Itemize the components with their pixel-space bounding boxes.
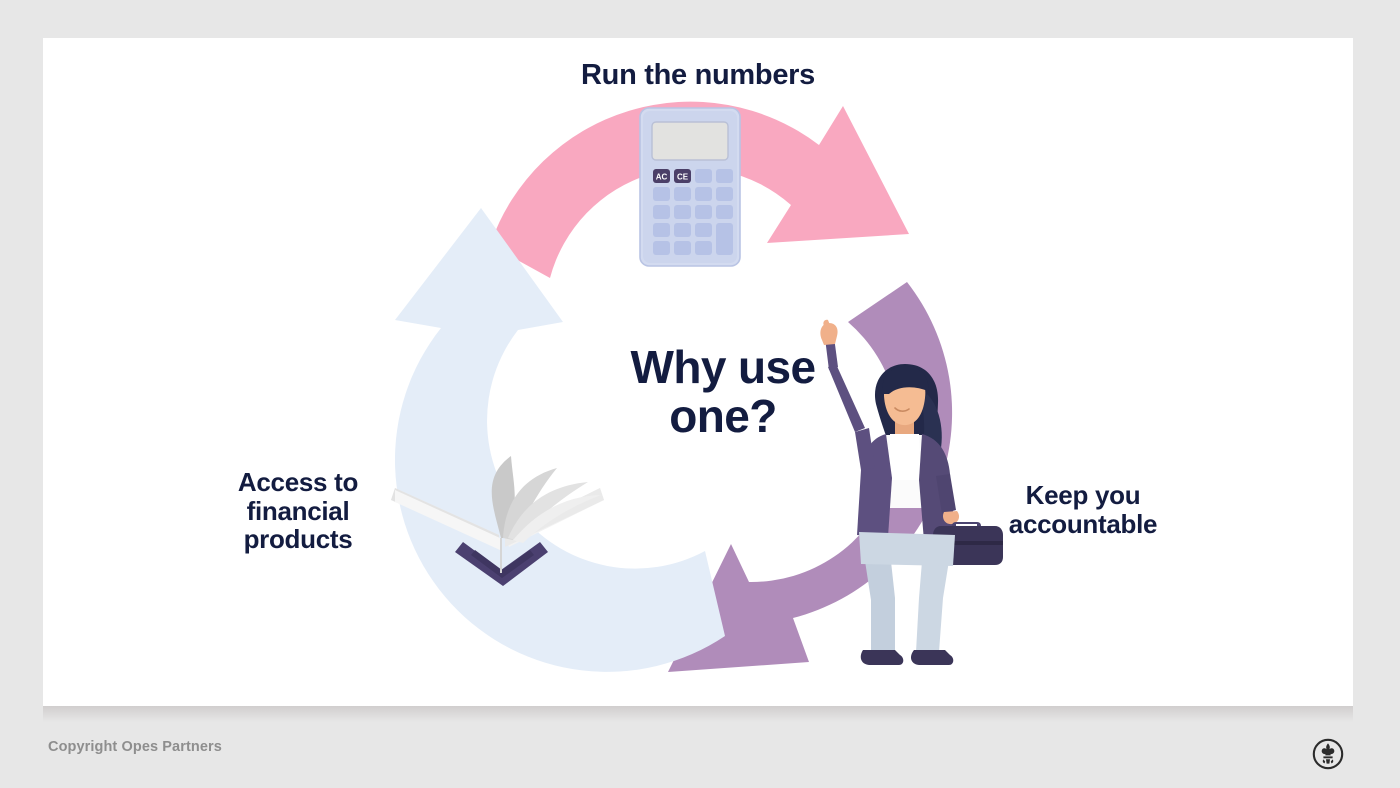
node-label-keep-you-accountable: Keep you accountable: [1008, 480, 1158, 539]
node-label-access-to-financial-products: Access to financial products: [237, 467, 359, 555]
open-book-illustration: [391, 456, 604, 586]
slide-drop-shadow: [43, 706, 1353, 722]
calculator-button-ce: CE: [677, 173, 689, 182]
copyright-text: Copyright Opes Partners: [48, 739, 222, 755]
fleur-de-lis-logo-icon: [1312, 738, 1344, 770]
calculator-illustration: AC CE: [639, 107, 741, 267]
center-heading: Why use one?: [630, 341, 817, 442]
businesswoman-illustration: [820, 319, 1003, 665]
cycle-diagram-graphic: AC CE: [391, 101, 1003, 672]
arrow-run-the-numbers: [490, 101, 909, 278]
slide-footer: Copyright Opes Partners: [0, 722, 1400, 788]
cycle-diagram: AC CE: [43, 38, 1353, 706]
calculator-button-ac: AC: [656, 173, 668, 182]
arrow-keep-you-accountable: [668, 282, 953, 672]
slide-canvas: AC CE: [43, 38, 1353, 706]
node-label-run-the-numbers: Run the numbers: [581, 59, 815, 91]
